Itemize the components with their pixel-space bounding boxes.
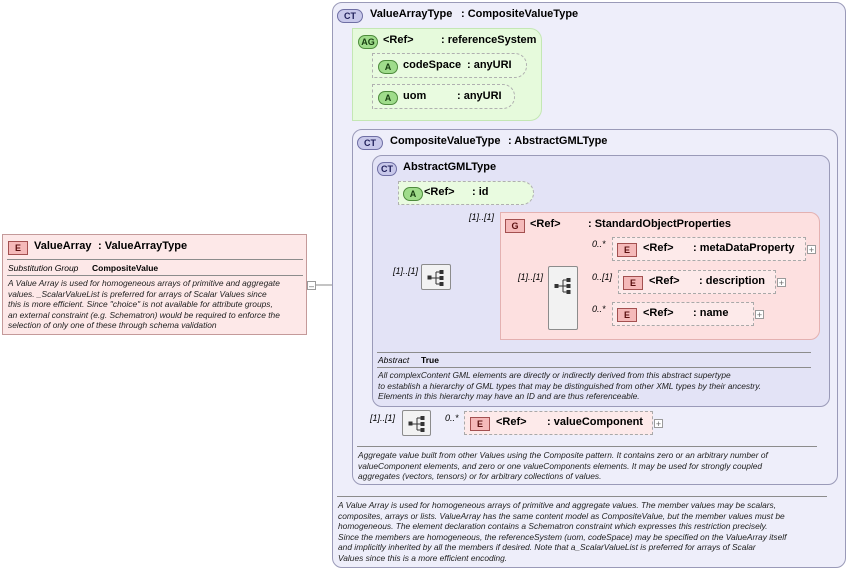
element-badge: E (623, 276, 643, 290)
divider (377, 352, 811, 353)
attribute-name: codeSpace (403, 59, 462, 71)
abstract-gml-description: All complexContent GML elements are dire… (378, 370, 762, 402)
inner-sequence-icon[interactable] (548, 266, 578, 330)
complex-type-badge: CT (337, 9, 363, 23)
attribute-badge: A (403, 187, 423, 201)
abstract-value: True (421, 355, 439, 365)
element-ref: <Ref> (643, 242, 674, 254)
attribute-group-ref: <Ref> (383, 34, 414, 46)
group-badge: G (505, 219, 525, 233)
id-attribute[interactable]: A <Ref> : id (398, 181, 534, 205)
group-type: : StandardObjectProperties (588, 218, 732, 230)
value-component-element[interactable]: E <Ref> : valueComponent (464, 411, 653, 435)
complex-type-badge: CT (357, 136, 383, 150)
substitution-group-value: CompositeValue (92, 263, 159, 273)
inner-sequence-cardinality: [1]..[1] (518, 272, 544, 282)
element-badge: E (8, 241, 28, 255)
name-element[interactable]: E <Ref> : name (612, 302, 754, 326)
abstract-label: Abstract (378, 355, 410, 365)
element-type: : description (699, 275, 766, 287)
root-element-name: ValueArray (34, 240, 92, 252)
composite-type-description: Aggregate value built from other Values … (358, 450, 768, 482)
complex-type-badge: CT (377, 162, 397, 176)
value-component-cardinality: 0..* (445, 413, 459, 423)
attribute-ref: <Ref> (424, 186, 455, 198)
element-badge: E (617, 243, 637, 257)
element-ref: <Ref> (496, 416, 527, 428)
uom-attribute[interactable]: A uom : anyURI (372, 84, 515, 109)
attribute-type: : anyURI (457, 90, 502, 102)
value-component-sequence-icon[interactable] (402, 410, 431, 436)
element-type: : valueComponent (547, 416, 643, 428)
outer-type-name: ValueArrayType (370, 8, 453, 20)
element-badge: E (617, 308, 637, 322)
group-ref: <Ref> (530, 218, 561, 230)
outer-type-description: A Value Array is used for homogeneous ar… (338, 500, 787, 563)
description-element[interactable]: E <Ref> : description (618, 270, 776, 294)
divider (7, 259, 303, 260)
divider (357, 446, 817, 447)
meta-data-property-element[interactable]: E <Ref> : metaDataProperty (612, 237, 806, 261)
attribute-name: uom (403, 90, 427, 102)
root-description: A Value Array is used for homogeneous ar… (8, 278, 280, 331)
element-type: : name (693, 307, 729, 319)
abstract-gml-type-name: AbstractGMLType (403, 161, 497, 173)
composite-type-base: : AbstractGMLType (508, 135, 608, 147)
attribute-group-badge: AG (358, 35, 378, 49)
expand-icon[interactable]: + (755, 310, 764, 320)
element-cardinality: 0..* (592, 304, 606, 314)
sequence-icon[interactable] (421, 264, 451, 290)
element-badge: E (470, 417, 490, 431)
attribute-group-type: : referenceSystem (441, 34, 537, 46)
root-element-box[interactable]: E ValueArray : ValueArrayType Substituti… (2, 234, 307, 335)
attribute-badge: A (378, 60, 398, 74)
element-ref: <Ref> (649, 275, 680, 287)
composite-type-name: CompositeValueType (390, 135, 501, 147)
divider (337, 496, 827, 497)
element-cardinality: 0..[1] (592, 272, 613, 282)
element-type: : metaDataProperty (693, 242, 795, 254)
divider (377, 367, 811, 368)
group-cardinality: [1]..[1] (469, 212, 495, 222)
expand-icon[interactable]: + (654, 419, 663, 429)
element-cardinality: 0..* (592, 239, 606, 249)
expand-icon[interactable]: + (807, 245, 816, 255)
value-component-sequence-cardinality: [1]..[1] (370, 413, 396, 423)
codespace-attribute[interactable]: A codeSpace : anyURI (372, 53, 527, 78)
sequence-cardinality: [1]..[1] (393, 266, 419, 276)
element-ref: <Ref> (643, 307, 674, 319)
divider (7, 275, 303, 276)
outer-type-base: : CompositeValueType (461, 8, 579, 20)
root-element-type: : ValueArrayType (98, 240, 188, 252)
attribute-type: : anyURI (467, 59, 512, 71)
expand-icon[interactable]: + (777, 278, 786, 288)
attribute-badge: A (378, 91, 398, 105)
collapse-icon[interactable]: – (307, 281, 316, 291)
attribute-type: : id (472, 186, 489, 198)
substitution-group-label: Substitution Group (8, 263, 79, 273)
